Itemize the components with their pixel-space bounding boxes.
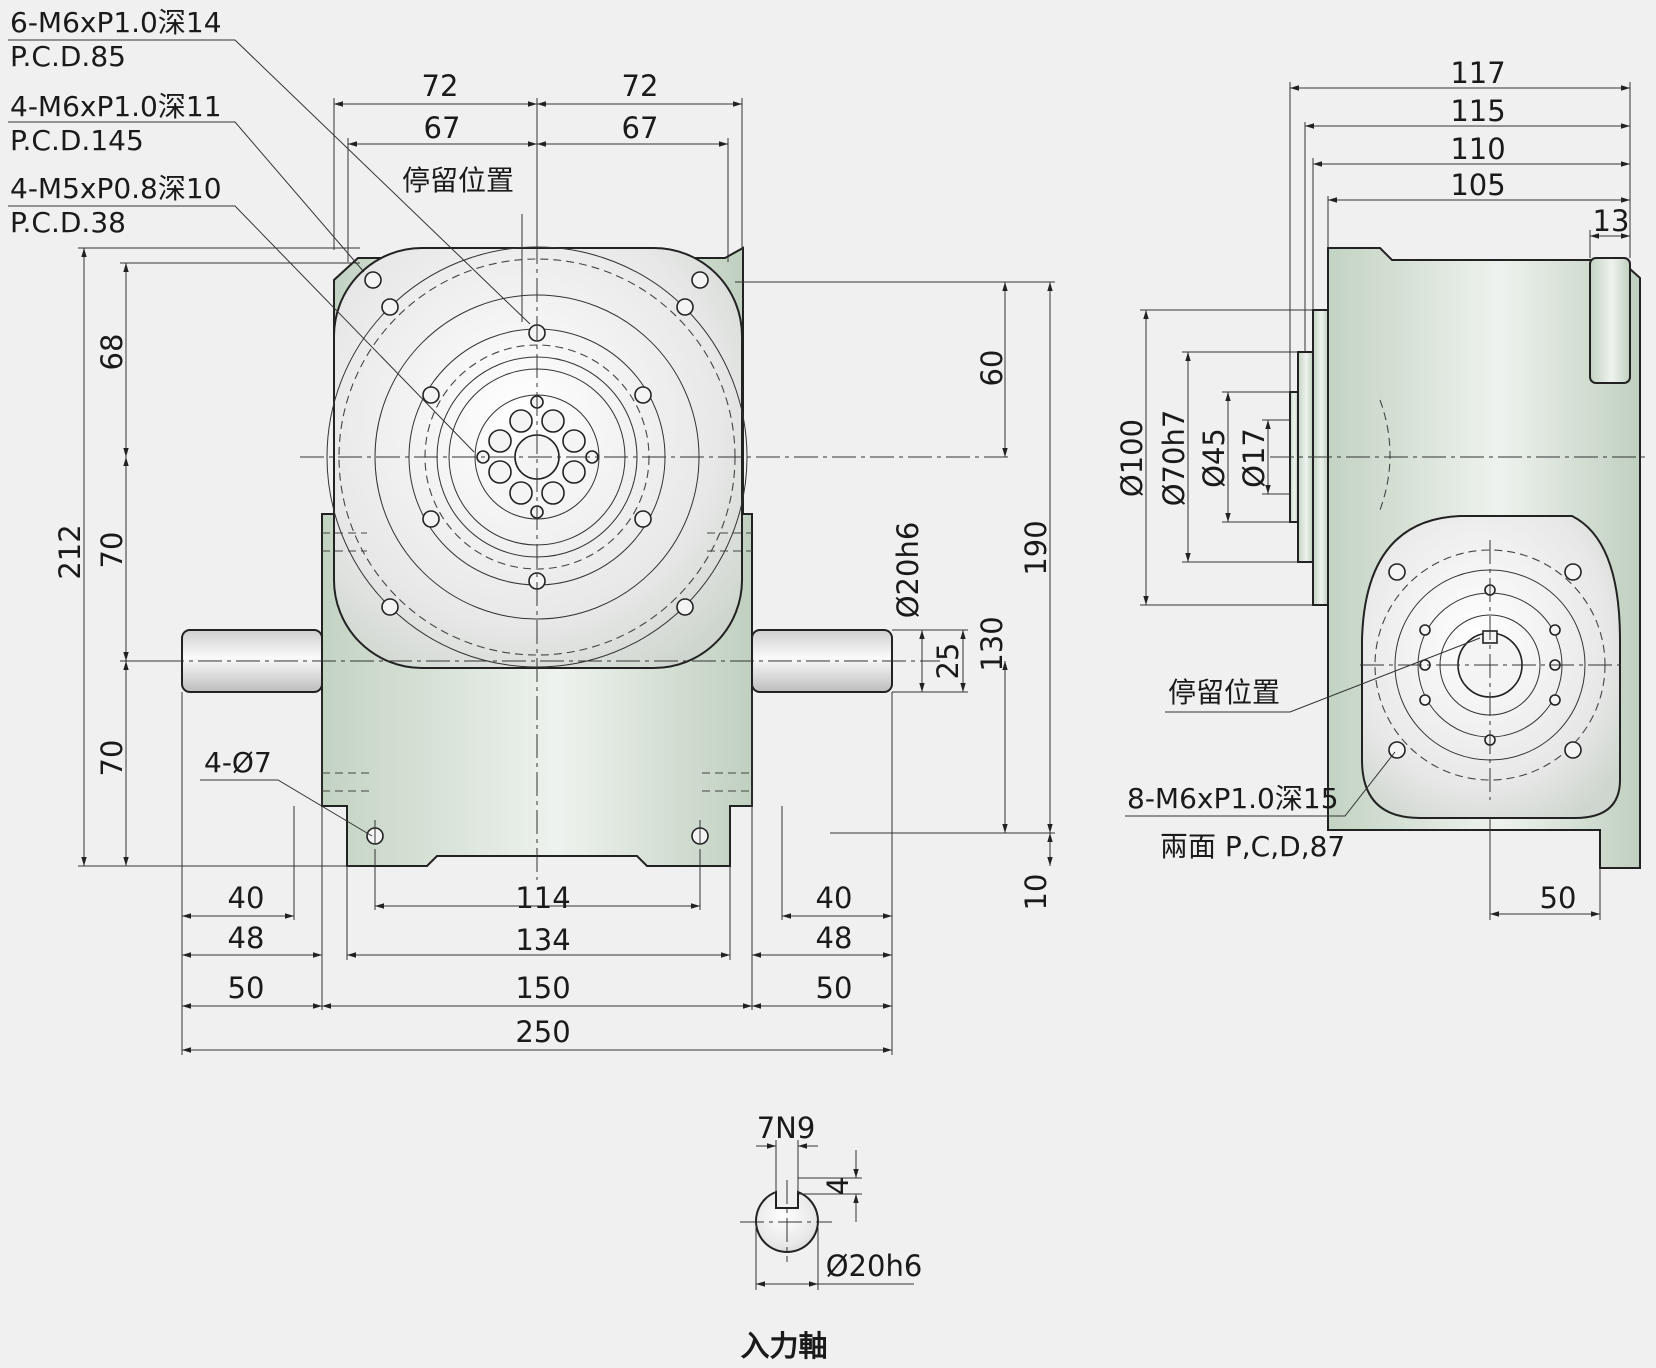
dim-side-13: 13 bbox=[1593, 204, 1630, 238]
dim-top-67-right: 67 bbox=[622, 111, 659, 145]
dim-side-105: 105 bbox=[1450, 168, 1505, 202]
dim-top-72-left: 72 bbox=[422, 69, 459, 103]
side-tapped-holes bbox=[1388, 563, 1582, 759]
side-dimension-lines bbox=[1125, 82, 1631, 920]
callout-pcd-145: P.C.D.145 bbox=[10, 124, 144, 157]
dim-shaft-dia: Ø20h6 bbox=[891, 522, 925, 619]
dim-top-67-left: 67 bbox=[424, 111, 461, 145]
dim-side-117: 117 bbox=[1450, 56, 1505, 90]
dim-bottom-150: 150 bbox=[515, 971, 570, 1005]
dim-right-10: 10 bbox=[1019, 874, 1053, 911]
dim-bottom-114: 114 bbox=[515, 881, 570, 915]
dim-bottom-40-right: 40 bbox=[816, 881, 853, 915]
front-dimension-text: 6-M6xP1.0深14 P.C.D.85 4-M6xP1.0深11 P.C.D… bbox=[10, 6, 1053, 1049]
dim-key-depth: 4 bbox=[821, 1177, 855, 1195]
front-dimension-lines bbox=[8, 39, 1055, 1055]
dim-left-68: 68 bbox=[95, 334, 129, 371]
input-shaft-caption: 入力軸 bbox=[740, 1329, 827, 1363]
dim-right-130: 130 bbox=[975, 616, 1009, 671]
callout-pcd-38: P.C.D.38 bbox=[10, 206, 126, 239]
side-dimension-text: 117 115 110 105 13 Ø100 Ø70h7 Ø45 Ø17 50… bbox=[1115, 56, 1629, 915]
dim-bottom-50-left: 50 bbox=[228, 971, 265, 1005]
dim-shaft-25: 25 bbox=[931, 643, 965, 680]
dim-left-70-upper: 70 bbox=[95, 532, 129, 569]
input-shaft-section: 7N9 4 Ø20h6 入力軸 bbox=[740, 1111, 922, 1363]
callout-pcd-85: P.C.D.85 bbox=[10, 40, 126, 73]
dim-side-dia-45: Ø45 bbox=[1197, 428, 1231, 488]
dim-right-190: 190 bbox=[1019, 520, 1053, 575]
callout-6-m6: 6-M6xP1.0深14 bbox=[10, 6, 222, 39]
dim-bottom-250: 250 bbox=[515, 1015, 570, 1049]
side-callout-8-m6: 8-M6xP1.0深15 bbox=[1127, 782, 1339, 815]
callout-stop-position: 停留位置 bbox=[402, 164, 514, 197]
dim-bottom-48-left: 48 bbox=[228, 921, 265, 955]
dim-left-70-lower: 70 bbox=[95, 740, 129, 777]
callout-4-m5: 4-M5xP0.8深10 bbox=[10, 172, 222, 205]
dim-key-width: 7N9 bbox=[757, 1111, 816, 1145]
dim-bottom-134: 134 bbox=[515, 923, 570, 957]
dim-top-72-right: 72 bbox=[622, 69, 659, 103]
dim-bottom-50-right: 50 bbox=[816, 971, 853, 1005]
side-view bbox=[1270, 247, 1650, 869]
dim-right-60: 60 bbox=[975, 350, 1009, 387]
dim-input-shaft-dia: Ø20h6 bbox=[826, 1249, 923, 1283]
socket-screws bbox=[488, 409, 586, 505]
front-view bbox=[160, 240, 1010, 880]
dim-left-212: 212 bbox=[53, 524, 87, 579]
dim-side-dia-17: Ø17 bbox=[1237, 428, 1271, 488]
dim-side-dia-70h7: Ø70h7 bbox=[1157, 410, 1191, 507]
dim-side-115: 115 bbox=[1450, 94, 1505, 128]
dim-side-110: 110 bbox=[1450, 132, 1505, 166]
side-cap bbox=[1589, 257, 1631, 384]
dim-bottom-48-right: 48 bbox=[816, 921, 853, 955]
callout-4-m6: 4-M6xP1.0深11 bbox=[10, 90, 222, 123]
callout-mount-holes: 4-Ø7 bbox=[204, 746, 272, 779]
dim-bottom-40-left: 40 bbox=[228, 881, 265, 915]
dim-side-dia-100: Ø100 bbox=[1115, 419, 1149, 497]
dim-side-50: 50 bbox=[1540, 881, 1577, 915]
side-callout-stop-position: 停留位置 bbox=[1168, 676, 1280, 709]
side-callout-pcd-87: 兩面 P,C,D,87 bbox=[1160, 830, 1345, 863]
